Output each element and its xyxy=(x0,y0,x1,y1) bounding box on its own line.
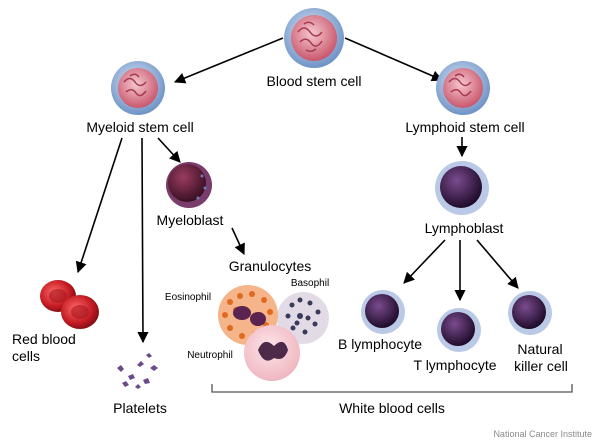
platelets-illustration xyxy=(117,353,158,389)
label-red-blood-cells-line2: cells xyxy=(12,348,40,364)
arrow-myeloblast-to-granulocytes xyxy=(231,227,245,256)
label-b-lymphocyte: B lymphocyte xyxy=(338,336,422,352)
blood-stem-cell-illustration xyxy=(284,8,344,68)
arrow-lymphoblast-to-b xyxy=(403,239,446,284)
label-myeloid-stem-cell: Myeloid stem cell xyxy=(86,119,193,135)
neutrophil-illustration xyxy=(244,325,300,381)
arrow-myeloid-to-platelets xyxy=(137,137,149,344)
label-natural-killer-line2: killer cell xyxy=(514,358,568,374)
white-blood-cells-bracket xyxy=(211,384,573,393)
myeloblast-illustration xyxy=(166,162,212,208)
arrow-stem-to-myeloid xyxy=(173,37,284,84)
label-blood-stem-cell: Blood stem cell xyxy=(267,73,362,89)
arrow-lymphoblast-to-nk xyxy=(476,239,519,289)
lymphoblast-illustration xyxy=(435,161,489,215)
label-natural-killer-line1: Natural xyxy=(517,341,562,357)
label-eosinophil: Eosinophil xyxy=(165,292,211,303)
label-neutrophil: Neutrophil xyxy=(187,350,233,361)
arrow-myeloid-to-red xyxy=(75,137,123,274)
arrow-myeloid-to-myeloblast xyxy=(157,137,181,163)
label-lymphoblast: Lymphoblast xyxy=(425,220,504,236)
arrow-stem-to-lymphoid xyxy=(344,37,444,82)
red-blood-cells-illustration xyxy=(40,280,99,329)
label-granulocytes: Granulocytes xyxy=(229,258,311,274)
label-white-blood-cells: White blood cells xyxy=(339,400,445,416)
label-red-blood-cells-line1: Red blood xyxy=(12,331,76,347)
myeloid-stem-cell-illustration xyxy=(111,61,165,115)
arrows xyxy=(75,37,519,344)
b-lymphocyte-illustration xyxy=(361,290,405,334)
label-t-lymphocyte: T lymphocyte xyxy=(414,357,497,373)
label-basophil: Basophil xyxy=(291,278,329,289)
credit-text: National Cancer Institute xyxy=(493,429,592,439)
label-platelets: Platelets xyxy=(113,400,167,416)
natural-killer-cell-illustration xyxy=(508,291,552,335)
lymphoid-stem-cell-illustration xyxy=(436,61,490,115)
label-lymphoid-stem-cell: Lymphoid stem cell xyxy=(405,119,524,135)
label-myeloblast: Myeloblast xyxy=(157,212,224,228)
t-lymphocyte-illustration xyxy=(437,308,481,352)
basophil-illustration xyxy=(277,292,329,344)
